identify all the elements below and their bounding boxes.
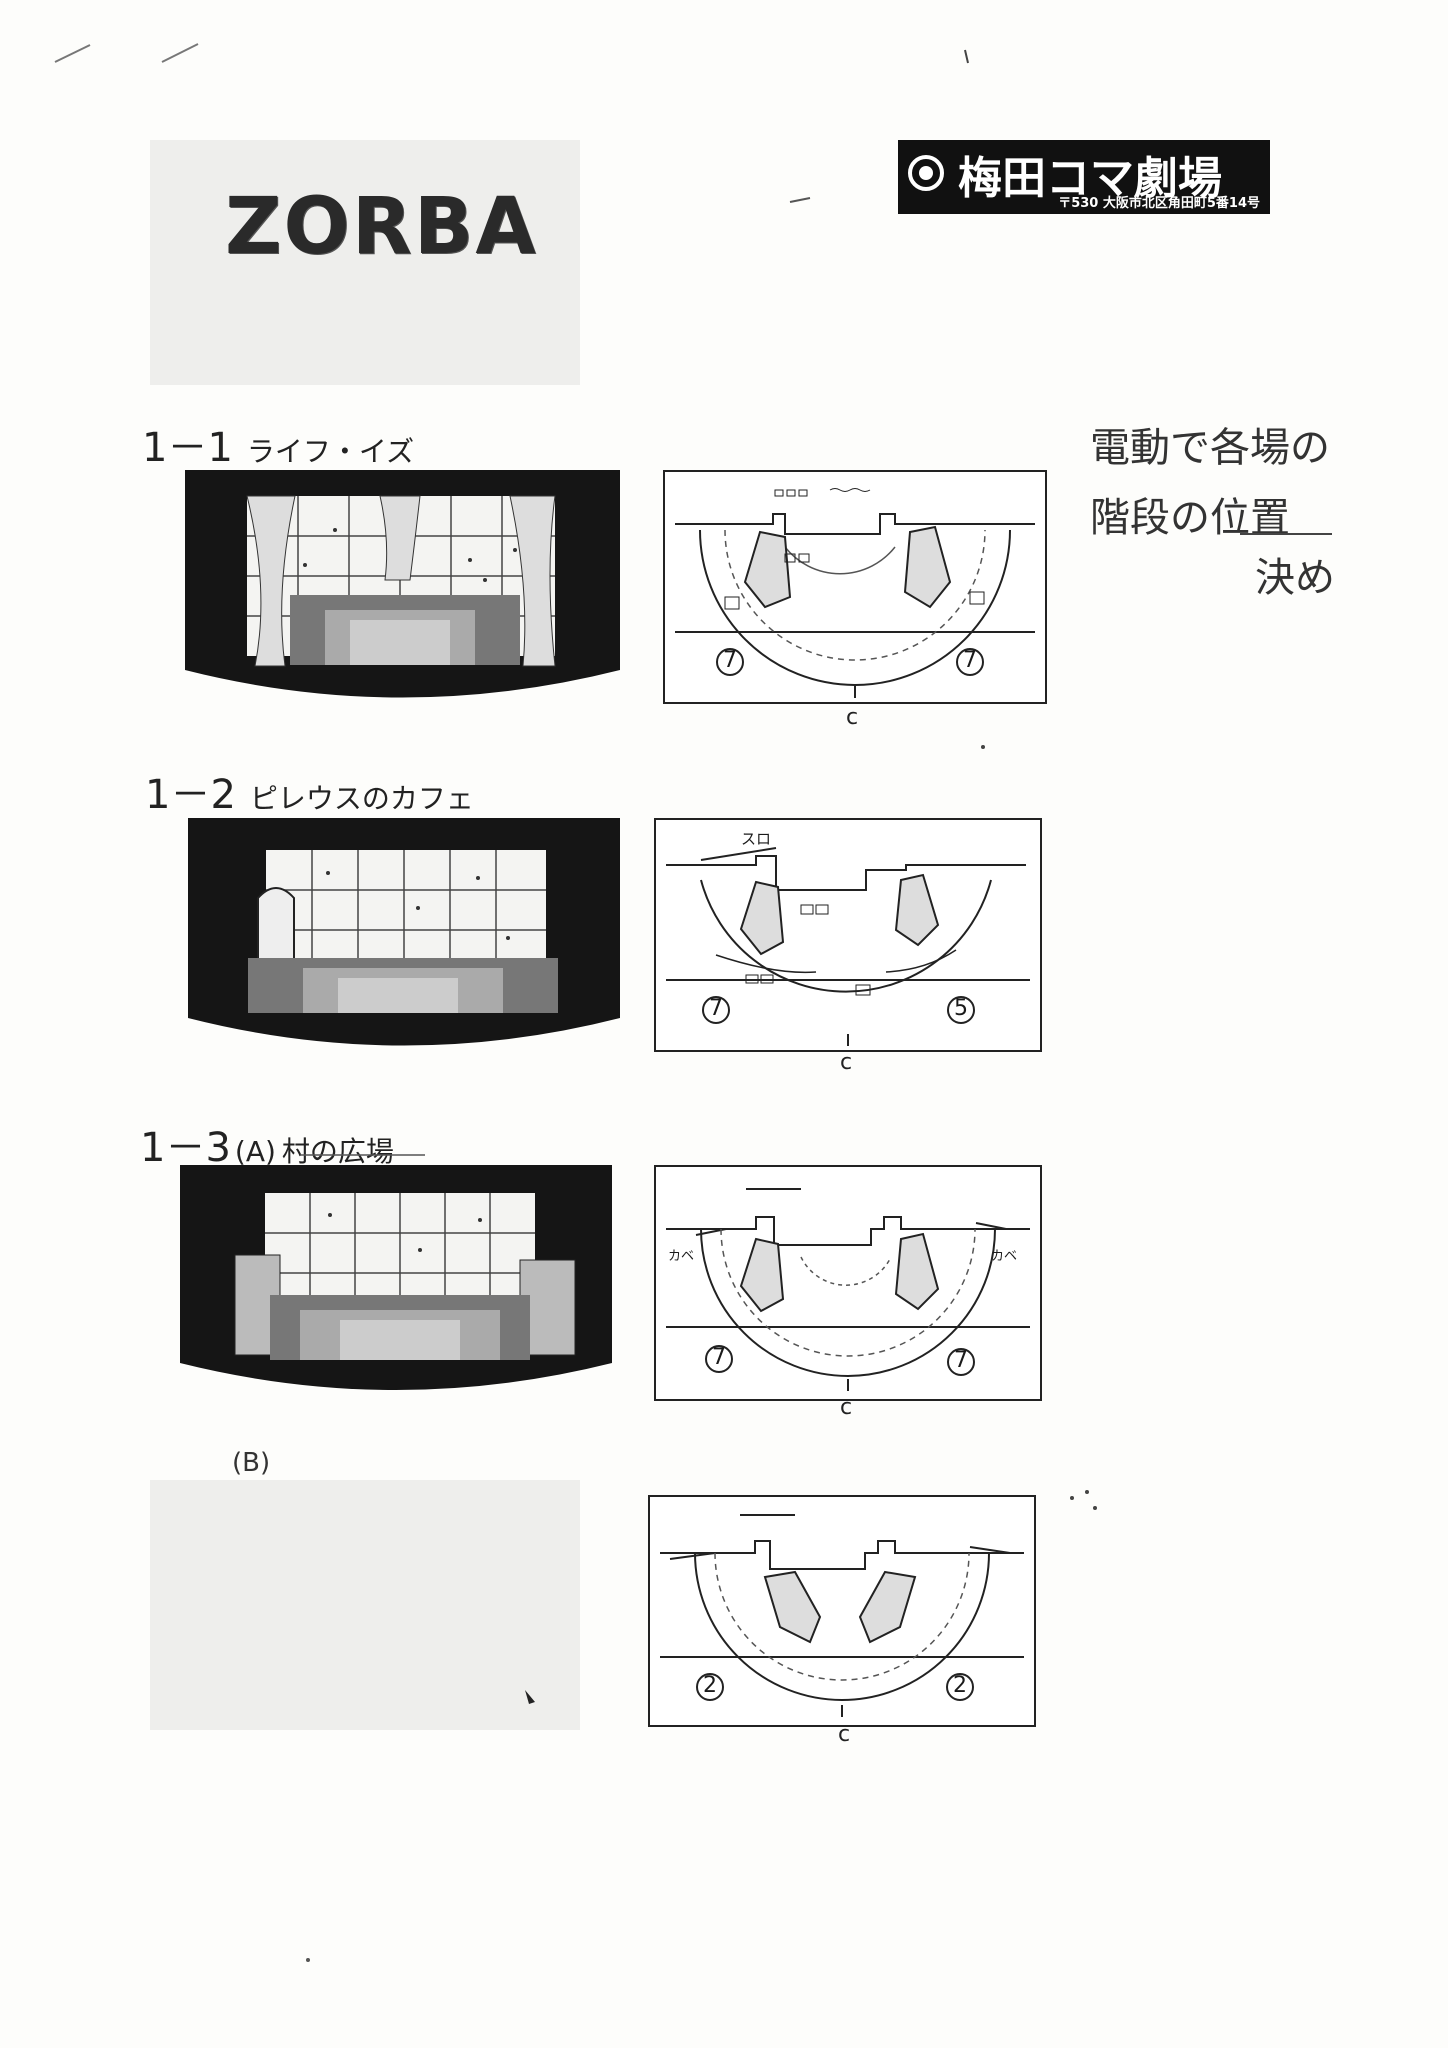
- note-line-1: 電動で各場の: [1090, 425, 1330, 471]
- center-mark-1-2: c: [840, 1050, 853, 1075]
- plan-right-number: 7: [954, 1348, 968, 1373]
- plan-note: スロ: [741, 830, 772, 848]
- plan-right-number: 7: [963, 648, 977, 673]
- note-line-3: 決め: [1255, 555, 1335, 601]
- scene-number: 1－3: [140, 1125, 231, 1171]
- floor-plan-1-1: 7 7: [663, 470, 1047, 704]
- theater-name: 梅田コマ劇場: [958, 153, 1222, 204]
- heading-underline: [300, 1154, 425, 1156]
- ghost-box-top: [150, 140, 580, 385]
- page-title: ZORBA: [225, 182, 538, 272]
- scene-name: ライフ・イズ: [246, 435, 415, 468]
- plan-drawing: [666, 1188, 1030, 1391]
- center-mark-1-1: c: [846, 705, 859, 730]
- plan-left-number: 7: [709, 996, 723, 1021]
- floor-plan-1-3b: 2 2: [648, 1495, 1036, 1727]
- scene-name: ピレウスのカフェ: [249, 782, 474, 815]
- scene-1-3b-label: (B): [232, 1448, 271, 1478]
- scene-name: 村の広場: [281, 1135, 394, 1168]
- plan-note-left: カベ: [668, 1249, 695, 1264]
- stage-photo-1-1: [185, 470, 620, 698]
- note-underline: [1240, 533, 1332, 535]
- theater-logo: 梅田コマ劇場 〒530 大阪市北区角田町5番14号: [898, 140, 1270, 214]
- plan-note-right: カベ: [991, 1249, 1018, 1264]
- floor-plan-1-3a: カベ カベ 7 7: [654, 1165, 1042, 1401]
- scene-variant: (A): [234, 1135, 276, 1168]
- plan-drawing: [675, 488, 1035, 698]
- ghost-box-bottom: [150, 1480, 580, 1730]
- plan-drawing: [660, 1514, 1024, 1717]
- plan-left-number: 7: [712, 1345, 726, 1370]
- scene-number: 1－2: [145, 772, 236, 818]
- theater-address: 〒530 大阪市北区角田町5番14号: [1058, 196, 1260, 211]
- stage-photo-1-3a: [180, 1165, 612, 1390]
- plan-left-number: 7: [723, 648, 737, 673]
- plan-drawing: [666, 847, 1030, 1046]
- koma-logo-icon: [908, 155, 944, 191]
- center-mark-1-3a: c: [840, 1395, 853, 1420]
- stage-photo-1-2: [188, 818, 620, 1046]
- center-mark-1-3b: c: [838, 1722, 851, 1747]
- floor-plan-1-2: スロ 7 5: [654, 818, 1042, 1052]
- plan-left-number: 2: [703, 1673, 717, 1698]
- plan-right-number: 2: [953, 1673, 967, 1698]
- plan-right-number: 5: [954, 996, 968, 1021]
- scene-1-2-heading: 1－2 ピレウスのカフェ: [145, 762, 474, 820]
- scene-1-1-heading: 1－1 ライフ・イズ: [142, 415, 414, 473]
- scene-number: 1－1: [142, 425, 233, 471]
- scene-1-3a-heading: 1－3(A)村の広場: [140, 1115, 394, 1173]
